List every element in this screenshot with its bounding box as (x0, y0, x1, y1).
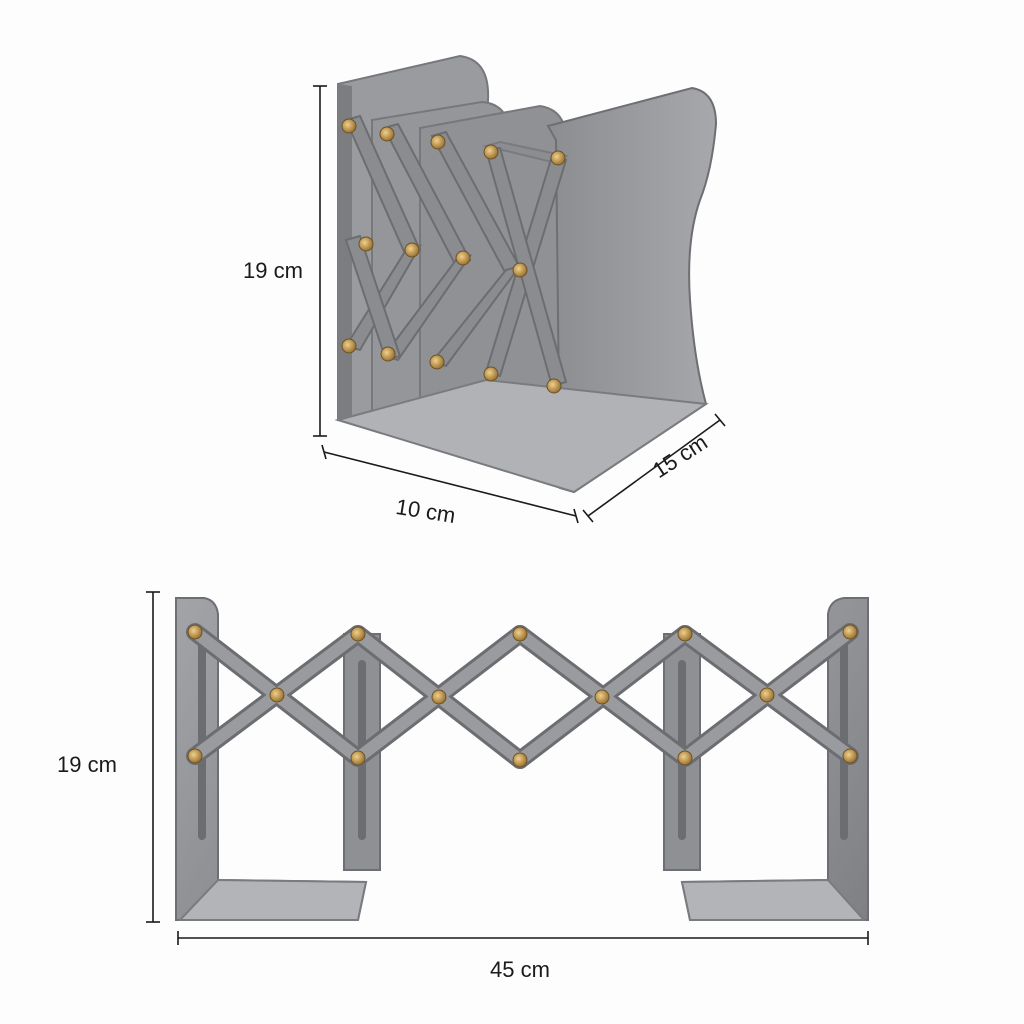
extended-rivets (187, 624, 858, 768)
rivet (341, 118, 357, 134)
rivet (455, 250, 471, 266)
rivet (512, 262, 528, 278)
extended-scissor-arms (186, 623, 859, 769)
rivet (594, 689, 610, 705)
right-slot (840, 640, 848, 840)
extended-bookend (146, 591, 869, 945)
rivet (429, 354, 445, 370)
collapsed-bookend (313, 54, 726, 524)
rivet (350, 750, 366, 766)
collapsed-dimension-lines (313, 85, 726, 524)
extended-width-label: 45 cm (490, 957, 550, 982)
extended-height-label: 19 cm (57, 752, 117, 777)
right-foot (680, 878, 867, 921)
left-upright-edge (338, 84, 352, 420)
base-plate (334, 378, 709, 494)
rivet (404, 242, 420, 258)
rivet (380, 346, 396, 362)
rivet (842, 624, 858, 640)
rivet (187, 624, 203, 640)
rivet (483, 144, 499, 160)
rivet (677, 626, 693, 642)
collapsed-rivets (341, 118, 566, 394)
rivet (430, 134, 446, 150)
rivet (269, 687, 285, 703)
rivet (677, 750, 693, 766)
rivet (483, 366, 499, 382)
left-foot (177, 878, 368, 921)
rivet (512, 626, 528, 642)
rivet (187, 748, 203, 764)
rivet (341, 338, 357, 354)
rivet (512, 752, 528, 768)
rivet (546, 378, 562, 394)
rivet (842, 748, 858, 764)
rivet (350, 626, 366, 642)
rivet (550, 150, 566, 166)
extended-dimension-lines (146, 591, 869, 945)
rivet (358, 236, 374, 252)
collapsed-height-label: 19 cm (243, 258, 303, 283)
rivet (759, 687, 775, 703)
rivet (431, 689, 447, 705)
rivet (379, 126, 395, 142)
